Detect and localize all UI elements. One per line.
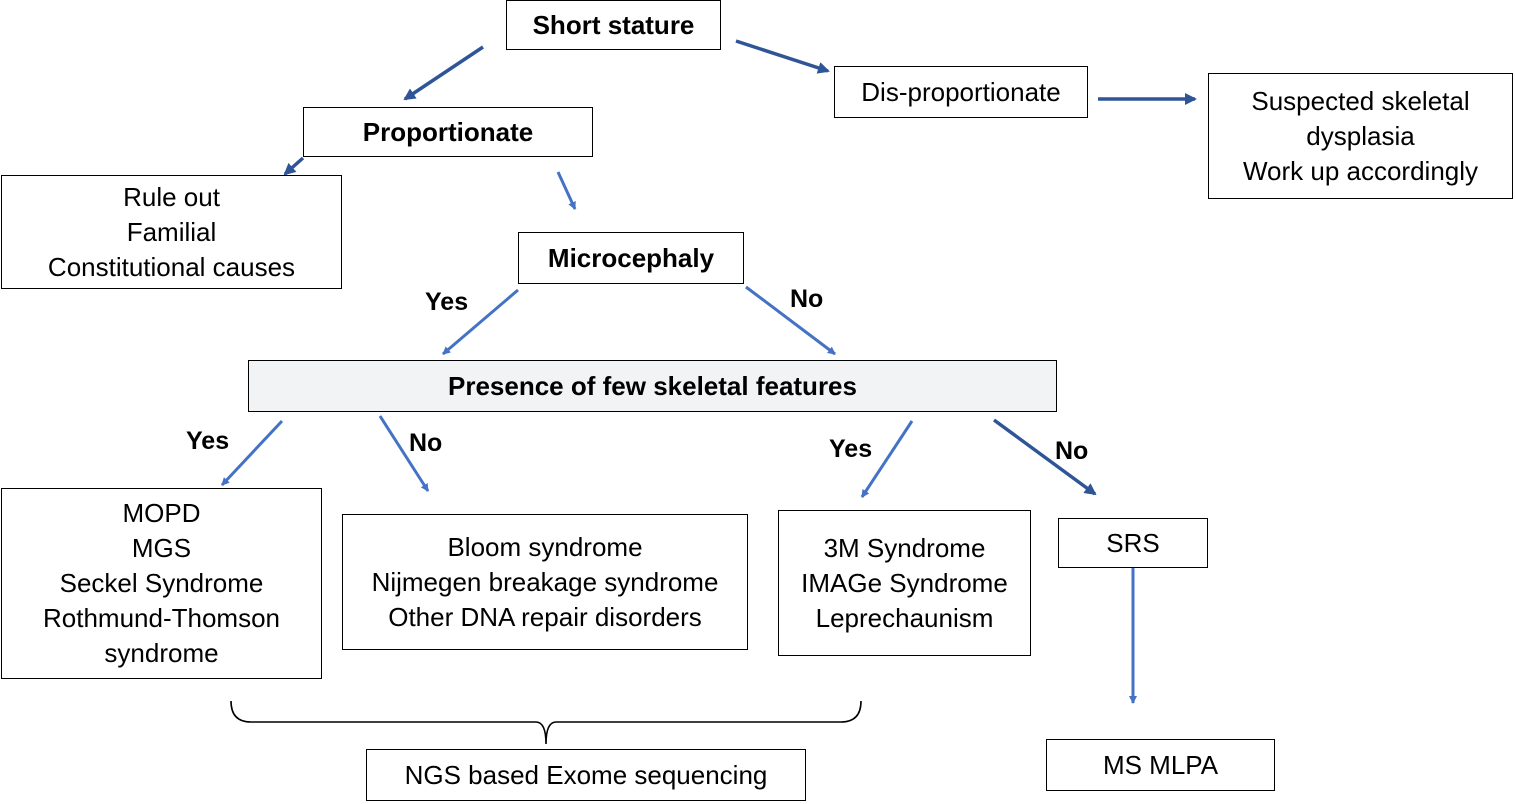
node-text-line: Dis-proportionate — [861, 76, 1061, 107]
node-text-line: Proportionate — [362, 116, 534, 147]
node-text-line: Leprechaunism — [815, 602, 994, 633]
node-text-line: Bloom syndrome — [447, 531, 643, 562]
arrow-microcephaly-yes — [442, 288, 519, 356]
arrow-short-stature-to-proportionate — [403, 45, 484, 101]
label-right-yes: Yes — [829, 435, 873, 463]
node-text-line: dysplasia — [1306, 120, 1415, 151]
arrow-left-yes — [220, 419, 284, 487]
node-text-line: Rothmund-Thomson — [43, 603, 280, 633]
node-ngs-exome-sequencing: NGS based Exome sequencing — [366, 749, 806, 801]
node-text-line: MS MLPA — [1102, 749, 1219, 780]
node-text-line: Rule out — [123, 181, 220, 212]
node-text-line: Familial — [126, 216, 217, 247]
arrow-short-stature-to-disproportionate — [735, 39, 830, 74]
node-text-line: Presence of few skeletal features — [448, 370, 857, 401]
label-microcephaly-yes: Yes — [425, 288, 469, 316]
node-text-line: IMAGe Syndrome — [801, 567, 1008, 598]
node-text-line: Nijmegen breakage syndrome — [371, 566, 719, 597]
node-text-line: Constitutional causes — [47, 251, 296, 282]
node-text-line: Seckel Syndrome — [59, 568, 264, 598]
arrow-right-no — [992, 418, 1097, 496]
node-text-line: Short stature — [532, 9, 695, 40]
arrow-microcephaly-no — [745, 285, 836, 356]
node-text-line: syndrome — [104, 638, 219, 668]
node-text-line: SRS — [1106, 527, 1160, 558]
node-text-line: NGS based Exome sequencing — [404, 759, 768, 790]
node-text-line: Microcephaly — [547, 242, 715, 273]
node-text-line: 3M Syndrome — [823, 532, 986, 563]
node-proportionate: Proportionate — [303, 107, 593, 157]
label-right-no: No — [1055, 437, 1089, 465]
label-microcephaly-no: No — [790, 285, 824, 313]
label-left-no: No — [409, 429, 443, 457]
node-text-line: Other DNA repair disorders — [388, 601, 702, 632]
label-left-yes: Yes — [186, 427, 230, 455]
node-disproportionate: Dis-proportionate — [834, 66, 1088, 118]
node-text-line: Suspected skeletal — [1251, 85, 1470, 116]
node-presence-of-skeletal-features: Presence of few skeletal features — [248, 360, 1057, 412]
arrow-left-no — [378, 415, 430, 492]
node-text-line: MOPD — [122, 498, 201, 528]
node-microcephaly: Microcephaly — [518, 232, 744, 284]
node-text-line: MGS — [131, 533, 192, 563]
arrow-proportionate-to-rule-out — [283, 156, 305, 176]
arrow-right-yes — [860, 420, 914, 498]
arrow-proportionate-to-microcephaly — [556, 171, 577, 210]
grouping-brace — [230, 700, 862, 745]
node-ms-mlpa: MS MLPA — [1046, 739, 1275, 791]
node-short-stature: Short stature — [506, 0, 721, 50]
node-srs: SRS — [1058, 518, 1208, 568]
node-text-line: Work up accordingly — [1242, 155, 1479, 186]
